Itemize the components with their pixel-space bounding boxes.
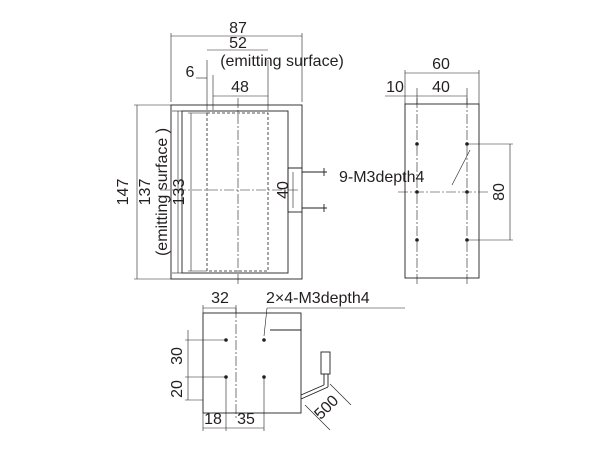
side-dim-edge: 10 [386, 79, 404, 96]
side-hole-callout: 9-M3depth4 [339, 169, 424, 186]
cable-length: 500 [311, 392, 342, 423]
side-hole [415, 238, 419, 242]
side-dim-vertical-spacing: 80 [491, 183, 508, 201]
dim-emit-height: 137 [137, 179, 154, 206]
front-view: 87 52 (emitting surface) 6 48 147 137 (e… [115, 20, 344, 286]
dim-emit-width-note: (emitting surface) [220, 53, 344, 70]
side-hole [465, 190, 469, 194]
side-dim-width: 60 [432, 56, 450, 73]
dim-emit-height-note: (emitting surface ) [154, 128, 171, 256]
side-view: 60 10 40 80 9-M3depth4 [339, 56, 513, 286]
bottom-dim-h1: 18 [204, 411, 222, 428]
side-dim-hole-spacing: 40 [432, 79, 450, 96]
bottom-dim-v2: 20 [169, 380, 186, 398]
side-housing-outline [404, 103, 480, 279]
dim-overall-width: 87 [229, 20, 247, 37]
bottom-callout-leader [263, 307, 268, 337]
callout-leader [451, 149, 471, 186]
side-hole [415, 190, 419, 194]
dim-overall-height: 147 [115, 179, 132, 206]
dim-inner-width: 48 [231, 79, 249, 96]
front-emitting-surface [181, 110, 289, 274]
side-hole [415, 142, 419, 146]
bottom-view: 500 32 2×4-M3depth4 30 20 18 35 [169, 290, 405, 431]
dim-emit-width: 52 [229, 35, 247, 52]
bottom-dim-top: 32 [211, 290, 229, 307]
bottom-hole-callout: 2×4-M3depth4 [266, 290, 370, 307]
bottom-dim-h2: 35 [237, 411, 255, 428]
bottom-dim-v1: 30 [169, 347, 186, 365]
cable [300, 351, 352, 431]
front-inner-window [206, 112, 269, 272]
bottom-housing-outline [202, 312, 302, 414]
front-housing-outline [170, 104, 303, 280]
connector [287, 167, 327, 213]
dim-inner-height: 133 [171, 179, 188, 206]
bottom-hole [262, 338, 266, 342]
dim-offset: 6 [186, 64, 195, 81]
dim-connector-spacing: 40 [275, 181, 292, 199]
